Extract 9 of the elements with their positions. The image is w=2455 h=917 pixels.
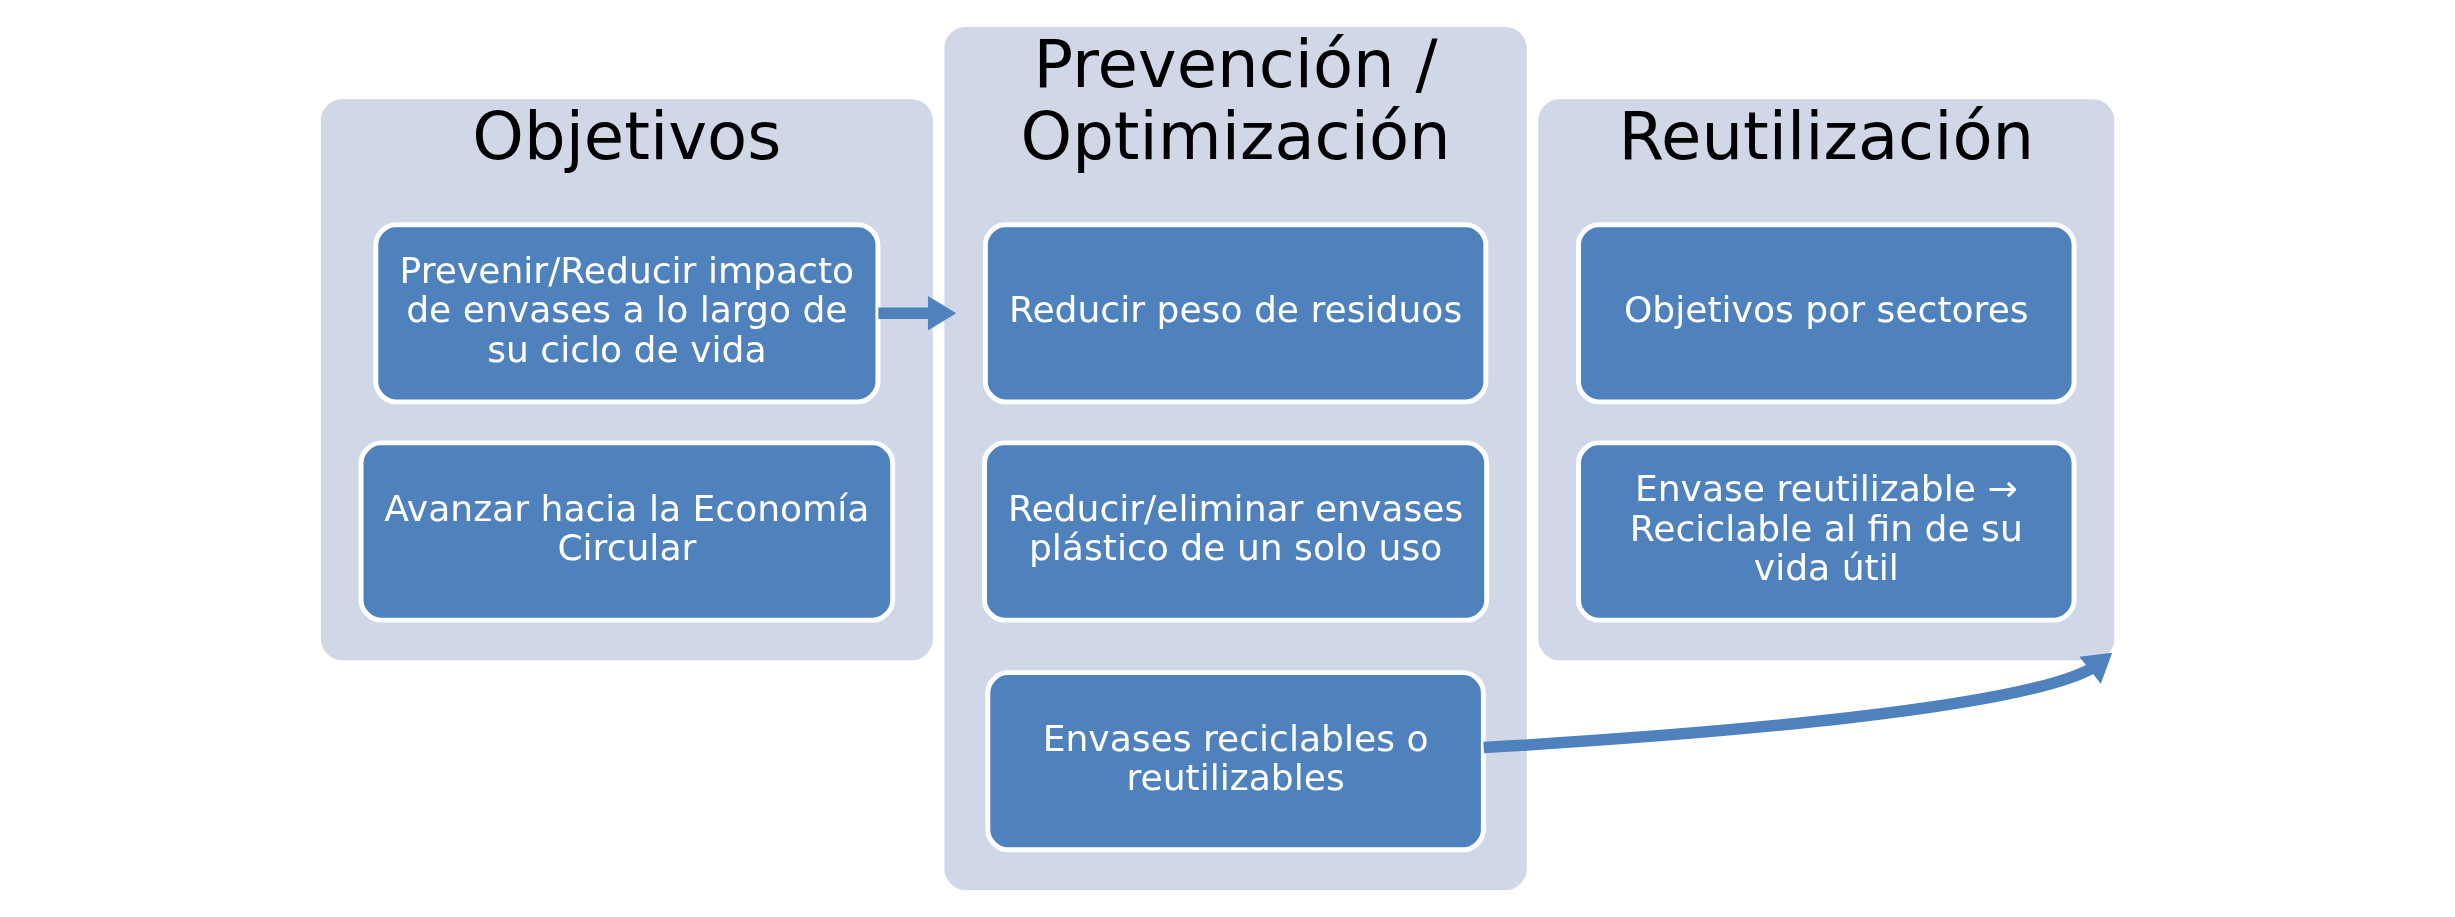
node-box: Objetivos por sectores (1575, 222, 2076, 405)
arrow (1482, 652, 2112, 754)
node-box: Reducir/eliminar envases plástico de un solo uso (981, 440, 1489, 623)
node-box: Avanzar hacia la Economía Circular (358, 440, 895, 623)
node-box: Envases reciclables o reutilizables (984, 670, 1486, 853)
node-box: Prevenir/Reducir impacto de envases a lo largo de su ciclo de vida (372, 222, 880, 405)
node-box: Envase reutilizable → Reciclable al fin de su vida útil (1575, 440, 2076, 623)
node-box: Reducir peso de residuos (982, 222, 1488, 405)
arrow (877, 296, 956, 331)
